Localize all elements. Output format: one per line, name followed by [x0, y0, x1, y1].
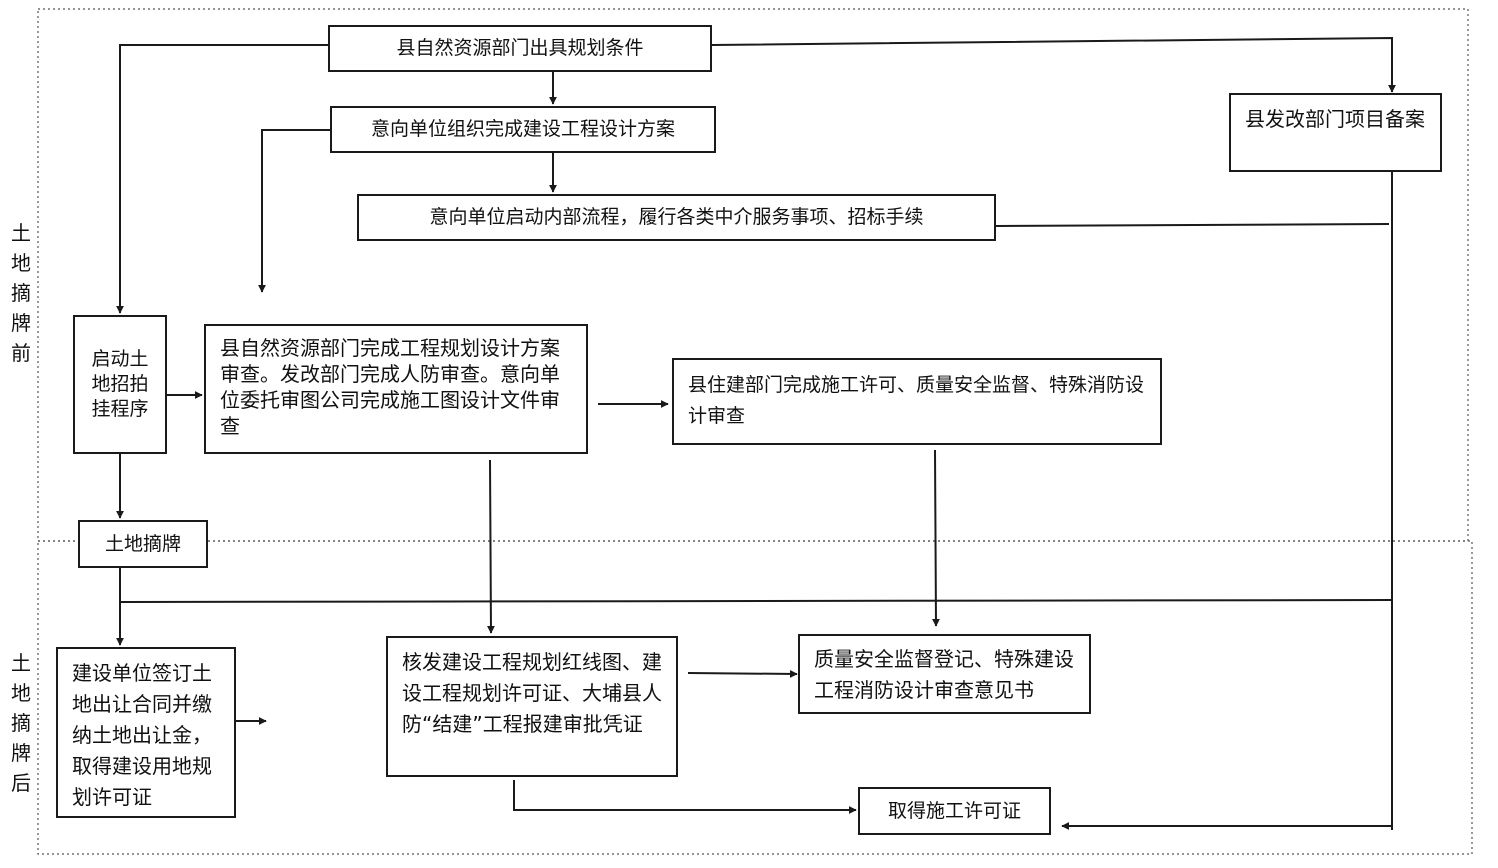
section-label-after-delisting: 土地摘牌后	[11, 651, 31, 795]
node-land-auction: 启动土地招拍挂程序	[73, 315, 167, 454]
before-delisting-frame	[37, 8, 1469, 542]
node-planning-conditions: 县自然资源部门出具规划条件	[328, 25, 712, 72]
connector-review-to-permits	[486, 459, 495, 634]
connector-design-to-review	[258, 129, 330, 293]
connector-internal-to-trunk	[995, 223, 1390, 227]
connector-permits-to-quality	[687, 669, 798, 678]
node-project-filing: 县发改部门项目备案	[1229, 93, 1442, 172]
node-quality-registration: 质量安全监督登记、特殊建设工程消防设计审查意见书	[798, 634, 1091, 714]
node-construction-permit: 取得施工许可证	[858, 787, 1051, 835]
connector-permits-to-construction	[513, 780, 857, 814]
after-delisting-frame	[37, 540, 1473, 855]
node-issue-permits: 核发建设工程规划红线图、建设工程规划许可证、大埔县人防“结建”工程报建审批凭证	[386, 636, 678, 777]
connector-housing-to-quality	[931, 449, 940, 627]
node-internal-process: 意向单位启动内部流程，履行各类中介服务事项、招标手续	[357, 194, 996, 241]
node-land-contract: 建设单位签订土地出让合同并缴纳土地出让金，取得建设用地规划许可证	[56, 647, 236, 818]
section-label-before-delisting: 土地摘牌前	[11, 221, 31, 365]
node-design-scheme: 意向单位组织完成建设工程设计方案	[330, 106, 716, 153]
connector-after-delisting-bus	[119, 599, 1393, 603]
connector-planning-to-auction	[116, 44, 328, 314]
node-scheme-review: 县自然资源部门完成工程规划设计方案审查。发改部门完成人防审查。意向单位委托审图公…	[204, 324, 588, 454]
node-land-delisting: 土地摘牌	[78, 520, 208, 568]
node-housing-review: 县住建部门完成施工许可、质量安全监督、特殊消防设计审查	[672, 358, 1162, 445]
connector-planning-to-filing	[711, 36, 1396, 93]
